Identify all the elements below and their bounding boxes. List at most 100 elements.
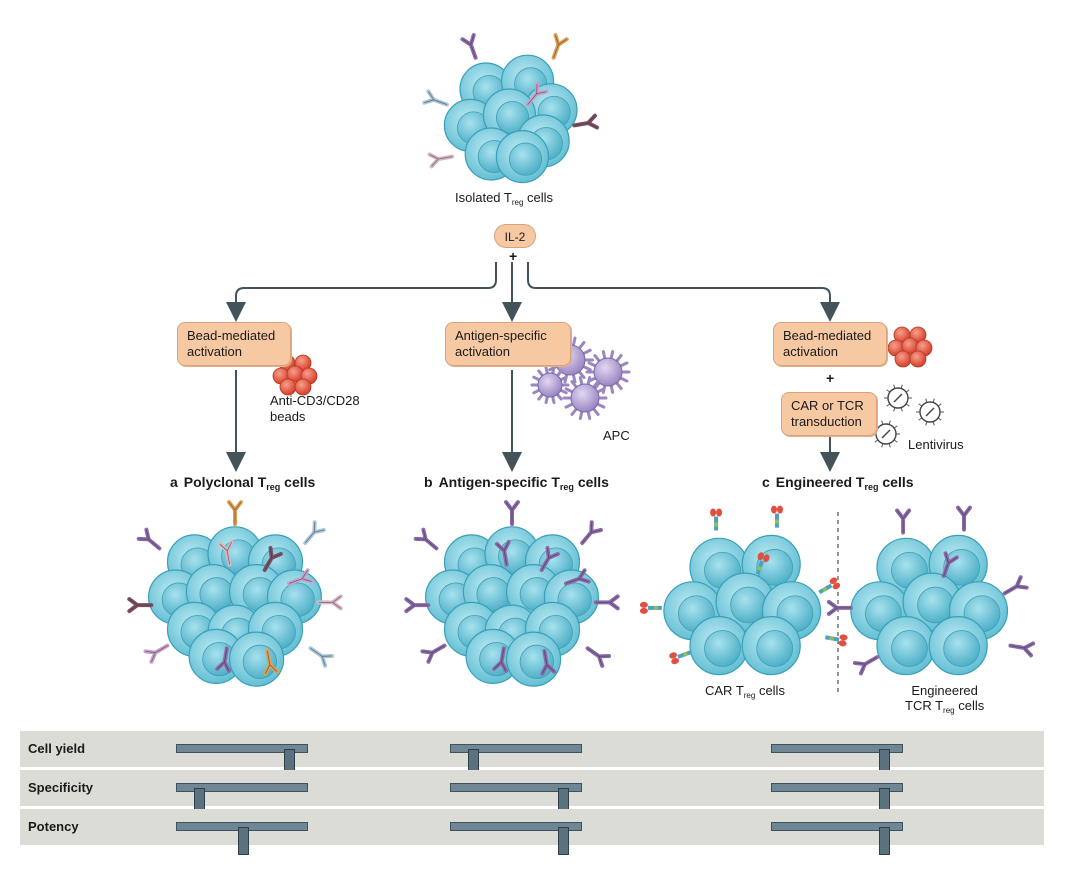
metric-label: Cell yield [28,741,86,756]
cell-cluster [127,500,343,687]
cell-cluster [639,505,848,676]
treg-cell [495,130,550,184]
metric-label: Specificity [28,780,94,795]
car-receptor-icon [771,505,783,528]
receptor-icon [539,545,560,572]
engineered-tcr-treg-label: Engineered TCR Treg cells [905,683,985,715]
receptor-icon [262,545,283,572]
receptor-icon [492,646,508,674]
cell-cluster [404,500,620,687]
plus-sign-c: + [826,370,835,386]
lentivirus-particles [872,384,944,448]
cell-cluster [826,505,1036,676]
receptor-icon [217,539,234,567]
car-receptor-icon [639,601,662,614]
car-receptor-icon [755,552,770,575]
bead-activation-box-a: Bead-mediated activation [177,322,291,366]
car-receptor-icon [669,650,692,665]
receptor-icon [1008,641,1036,658]
receptor-icon [956,505,972,532]
treg-cell [229,631,285,687]
slider-track [176,822,308,855]
bead-icon [894,350,912,368]
receptor-icon [420,643,447,664]
car-tcr-transduction-box: CAR or TCR transduction [781,392,877,436]
receptor-icon [303,520,326,545]
bead-cluster [272,354,318,396]
isolated-treg-label: Isolated Treg cells [455,190,554,207]
receptor-icon [572,113,600,130]
receptor-icon [316,594,343,611]
receptor-icon [263,649,280,676]
receptor-icon [287,568,314,586]
treg-expansion-diagram [127,33,1036,692]
slider-knob [237,827,249,855]
apc-label: APC [603,428,630,443]
receptor-icon [422,89,449,107]
lentivirus-icon [916,398,944,426]
metric-row-specificity: Specificity [20,770,1044,816]
bead-cluster [887,326,933,368]
receptor-icon [494,539,511,567]
cell-cluster [422,33,600,184]
car-receptor-icon [710,508,723,531]
receptor-icon [593,594,620,611]
receptor-icon [308,646,335,668]
treg-cell [505,631,562,687]
receptor-icon [525,81,549,107]
lentivirus-label: Lentivirus [908,437,964,452]
slider-track [450,744,582,777]
receptor-icon [941,551,959,578]
slider-knob [878,827,890,855]
treg-cell [741,615,801,676]
receptor-icon [404,597,431,614]
receptor-icon [136,527,162,551]
car-treg-label: CAR Treg cells [705,683,785,700]
car-receptor-icon [825,634,848,647]
receptor-icon [215,646,231,674]
receptor-icon [127,597,154,614]
apc-cell [562,376,608,420]
receptor-icon [551,33,569,60]
slider-track [450,822,582,855]
receptor-icon [1002,575,1029,596]
treg-cell [715,572,775,632]
anti-cd3-cd28-label: Anti-CD3/CD28 beads [270,393,360,424]
car-receptor-icon [818,577,841,595]
comparison-table: Cell yield Specificity Potency [20,731,1044,855]
lentivirus-icon [872,420,900,448]
slider-track [771,744,903,777]
apc-cell [585,350,631,394]
slider-track [176,783,308,816]
receptor-icon [460,33,478,60]
receptor-icon [580,520,603,545]
slider-knob [557,827,569,855]
metric-label: Potency [28,819,79,834]
receptor-icon [895,508,912,535]
receptor-icon [143,643,170,664]
receptor-icon [585,646,612,668]
cell-clusters [127,33,1036,687]
receptor-icon [826,599,853,616]
treg-cell [876,615,936,676]
plus-sign-top: + [509,248,518,264]
metric-row-cell-yield: Cell yield [20,731,1044,777]
il2-badge: IL-2 [494,224,536,248]
connector-arrows [226,262,840,472]
treg-cell [928,615,988,676]
slider-track [450,783,582,816]
apc-cell [530,365,570,405]
metric-row-potency: Potency [20,809,1044,855]
treg-cell [689,615,749,676]
lentivirus-icon [884,384,912,412]
bead-icon [294,378,312,396]
receptor-icon [227,500,243,527]
beads [272,326,933,396]
slider-track [771,783,903,816]
receptor-icon [413,527,439,551]
receptor-icon [504,500,520,527]
receptor-icon [564,568,591,586]
